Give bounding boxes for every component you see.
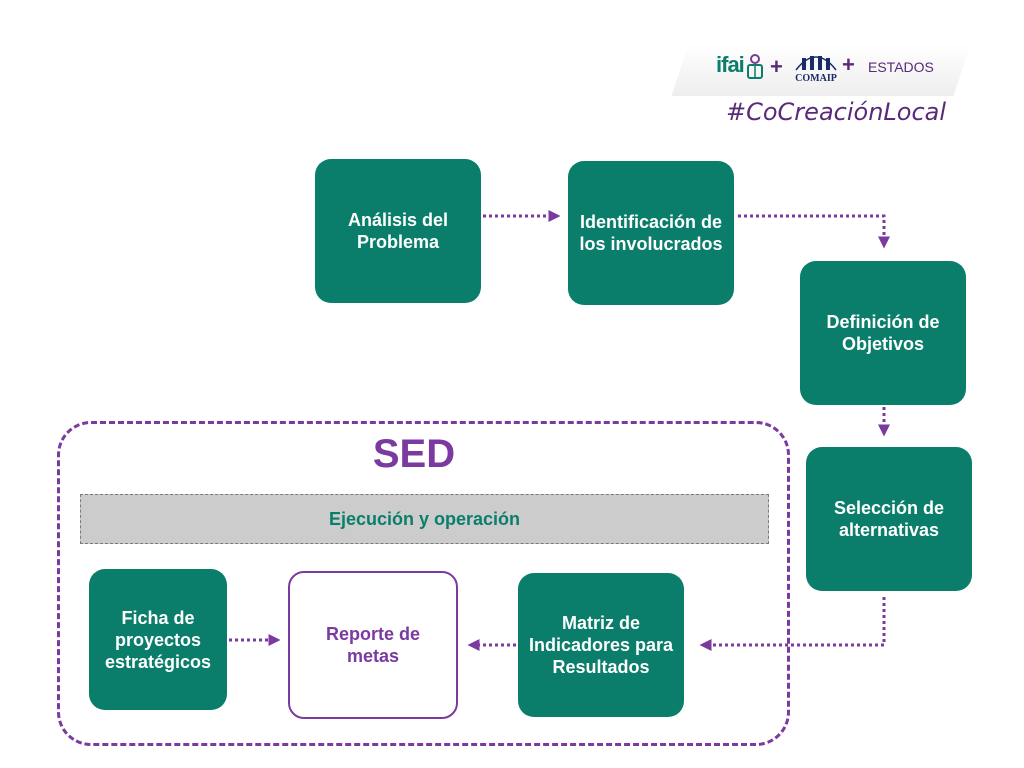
ifai-logo: ifai [716,52,745,77]
arrow-identificacion-to-definicion [738,214,890,249]
plus-sign: + [842,52,855,77]
node-matriz: Matriz de Indicadores para Resultados [518,573,684,717]
reading-person-icon [747,54,763,79]
sed-frame [57,421,790,746]
node-ficha: Ficha de proyectos estratégicos [89,569,227,710]
execution-bar: Ejecución y operación [80,494,769,544]
arrow-seleccion-to-matriz [699,597,886,651]
node-reporte: Reporte de metas [288,571,458,719]
execution-bar-label: Ejecución y operación [328,508,521,529]
node-analisis: Análisis del Problema [315,159,481,303]
hashtag-title: #CoCreaciónLocal [726,98,947,126]
plus-sign: + [770,54,783,79]
comaip-logo: COMAIP [795,73,837,84]
node-seleccion: Selección de alternativas [806,447,972,591]
node-identificacion: Identificación de los involucrados [568,161,734,305]
node-definicion: Definición de Objetivos [800,261,966,405]
sed-title: SED [372,432,456,476]
comaip-emblem-icon [795,56,837,71]
estados-label: ESTADOS [868,59,934,75]
